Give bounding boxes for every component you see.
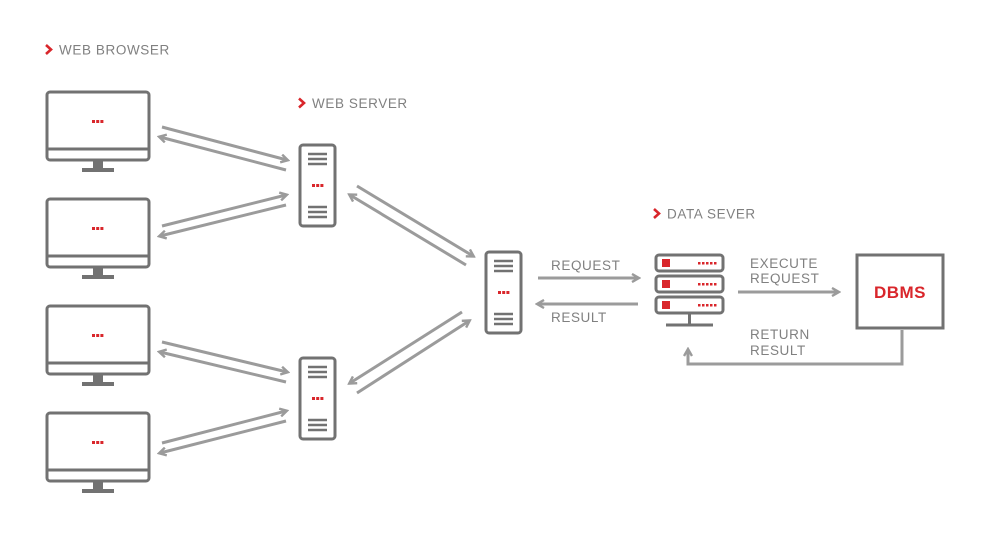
monitor-icon — [45, 411, 151, 493]
execute-label-line1: EXECUTE — [750, 256, 818, 271]
connector-arrow — [350, 310, 463, 383]
connector-arrow — [160, 203, 287, 236]
connector-arrow — [350, 195, 467, 267]
server-icon — [298, 356, 337, 441]
return-label-line1: RETURN — [750, 327, 810, 342]
web-browser-label: WEB BROWSER — [59, 43, 170, 58]
server-icon — [484, 250, 523, 335]
connector-arrow — [161, 340, 287, 372]
chevron-right-icon — [45, 44, 53, 55]
chevron-right-icon — [298, 97, 306, 109]
monitor-icon — [45, 197, 151, 279]
monitor-icon — [45, 304, 151, 386]
dbms-label: DBMS — [874, 283, 926, 302]
chevron-right-icon — [653, 208, 661, 219]
database-box: DBMS — [855, 253, 945, 330]
connector-arrow — [160, 137, 287, 172]
data-server-header: DATA SEVER — [653, 207, 756, 222]
return-label-line2: RESULT — [750, 343, 806, 358]
server-icon — [298, 143, 337, 228]
return-arrow — [688, 330, 904, 366]
web-browser-header: WEB BROWSER — [45, 43, 170, 58]
request-label: REQUEST — [551, 258, 620, 273]
web-server-label: WEB SERVER — [312, 96, 408, 111]
connector-arrow — [160, 419, 287, 453]
connector-arrow — [161, 195, 286, 228]
monitor-icon — [45, 90, 151, 172]
connector-arrow — [356, 321, 469, 395]
web-server-header: WEB SERVER — [298, 96, 408, 111]
execute-label-line2: REQUEST — [750, 271, 819, 286]
result-label: RESULT — [551, 310, 607, 325]
connector-arrow — [161, 411, 286, 445]
connector-arrow — [356, 184, 473, 256]
connector-arrow — [161, 125, 287, 160]
server-rack-icon — [654, 253, 725, 327]
connections — [160, 125, 904, 453]
connector-arrow — [160, 352, 287, 384]
data-server-label: DATA SEVER — [667, 207, 756, 222]
